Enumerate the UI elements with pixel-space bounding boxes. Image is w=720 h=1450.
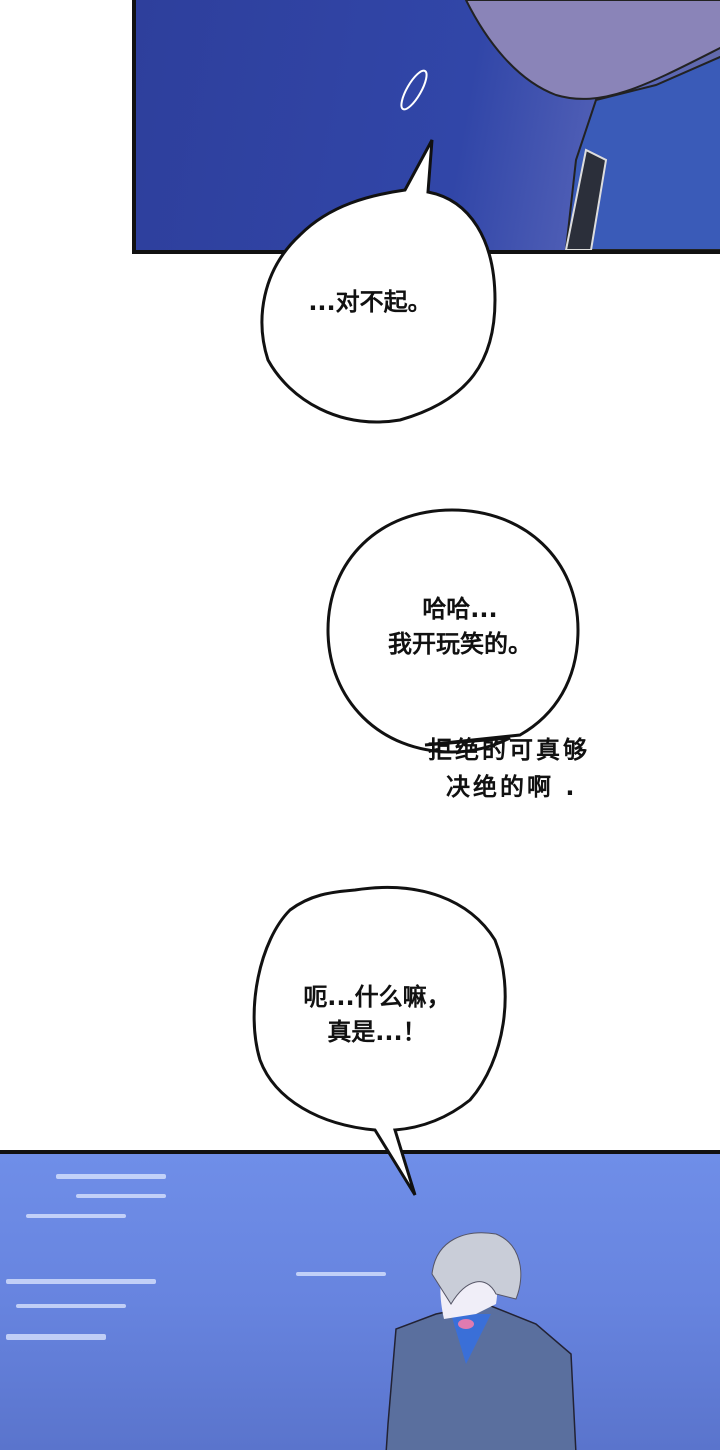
narration-line: 决绝的啊 . (446, 773, 578, 802)
speech-text-sorry: ...对不起。 (308, 288, 432, 316)
speech-text-what: 呃...什么嘛， 真是...！ (262, 980, 492, 1050)
speech-text-joking: 哈哈... 我开玩笑的。 (350, 592, 570, 662)
character-chin-illustration (400, 0, 720, 250)
speech-line: 我开玩笑的。 (388, 629, 532, 658)
speech-line: 真是...！ (327, 1017, 427, 1046)
narration-line: 拒绝的可真够 (428, 736, 590, 764)
speech-bubble-1 (260, 139, 497, 424)
narration-text: 拒绝的可真够 决绝的啊 . (428, 732, 590, 806)
speech-bubble-2 (326, 508, 580, 754)
character-illustration (6, 1174, 577, 1450)
speech-bubble-3 (252, 885, 507, 1196)
speech-line: 哈哈... (422, 595, 498, 623)
bottom-panel-lakeside-scene (0, 1150, 720, 1450)
speech-line: 呃...什么嘛， (303, 983, 451, 1011)
